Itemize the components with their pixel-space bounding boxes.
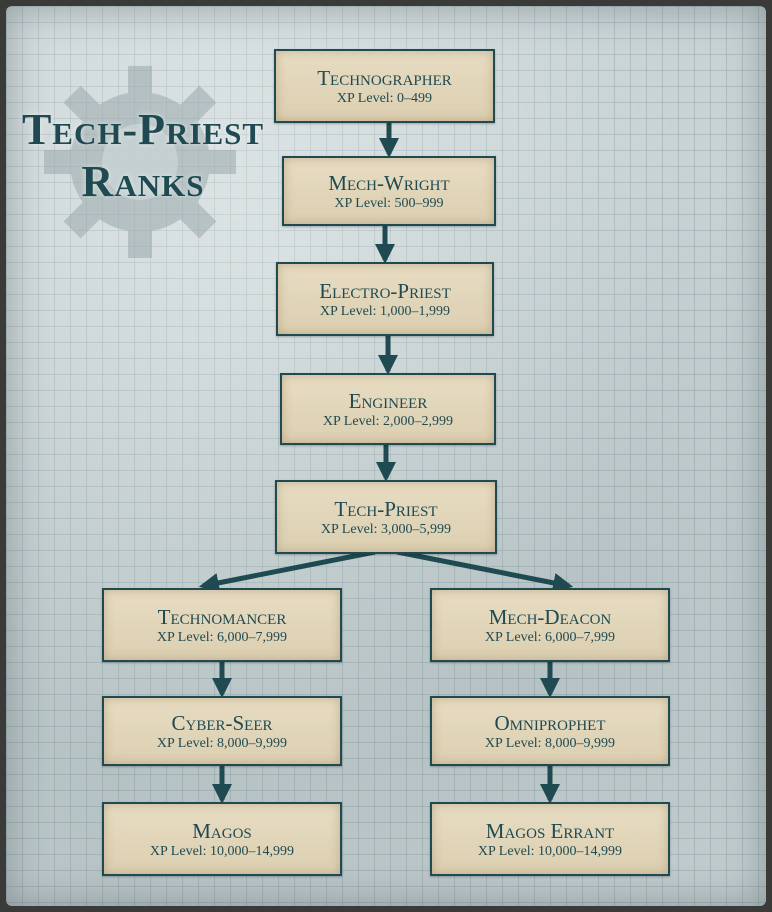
- rank-node-technographer: Technographer XP Level: 0–499: [274, 49, 495, 123]
- rank-xp: XP Level: 500–999: [334, 195, 444, 211]
- rank-node-tech-priest: Tech-Priest XP Level: 3,000–5,999: [275, 480, 497, 554]
- rank-xp: XP Level: 6,000–7,999: [156, 629, 288, 645]
- rank-xp: XP Level: 2,000–2,999: [322, 413, 454, 429]
- rank-name: Omniprophet: [494, 710, 606, 735]
- rank-name: Magos: [192, 818, 252, 843]
- rank-node-mech-wright: Mech-Wright XP Level: 500–999: [282, 156, 496, 226]
- rank-node-magos: Magos XP Level: 10,000–14,999: [102, 802, 342, 876]
- rank-xp: XP Level: 1,000–1,999: [319, 303, 451, 319]
- rank-xp: XP Level: 3,000–5,999: [320, 521, 452, 537]
- rank-xp: XP Level: 8,000–9,999: [156, 735, 288, 751]
- rank-node-technomancer: Technomancer XP Level: 6,000–7,999: [102, 588, 342, 662]
- rank-node-magos-errant: Magos Errant XP Level: 10,000–14,999: [430, 802, 670, 876]
- gear-icon: [44, 66, 236, 258]
- rank-name: Cyber-Seer: [171, 710, 273, 735]
- arrow-tech-priest-to-mech-deacon: [396, 549, 574, 593]
- rank-node-engineer: Engineer XP Level: 2,000–2,999: [280, 373, 496, 445]
- rank-name: Mech-Wright: [328, 170, 450, 195]
- rank-node-omniprophet: Omniprophet XP Level: 8,000–9,999: [430, 696, 670, 766]
- rank-name: Magos Errant: [485, 818, 615, 843]
- rank-name: Electro-Priest: [319, 278, 451, 303]
- rank-name: Mech-Deacon: [488, 604, 612, 629]
- rank-node-cyber-seer: Cyber-Seer XP Level: 8,000–9,999: [102, 696, 342, 766]
- rank-xp: XP Level: 8,000–9,999: [484, 735, 616, 751]
- rank-node-mech-deacon: Mech-Deacon XP Level: 6,000–7,999: [430, 588, 670, 662]
- rank-xp: XP Level: 0–499: [336, 90, 433, 106]
- rank-name: Technographer: [317, 65, 452, 90]
- rank-xp: XP Level: 10,000–14,999: [149, 843, 295, 859]
- rank-xp: XP Level: 10,000–14,999: [477, 843, 623, 859]
- rank-name: Technomancer: [157, 604, 287, 629]
- rank-name: Engineer: [348, 388, 428, 413]
- rank-node-electro-priest: Electro-Priest XP Level: 1,000–1,999: [276, 262, 494, 336]
- rank-name: Tech-Priest: [334, 496, 438, 521]
- page-title-line-2: Ranks: [81, 157, 205, 206]
- arrow-tech-priest-to-technomancer: [198, 549, 376, 593]
- page-title-line-1: Tech-Priest: [21, 105, 265, 154]
- rank-xp: XP Level: 6,000–7,999: [484, 629, 616, 645]
